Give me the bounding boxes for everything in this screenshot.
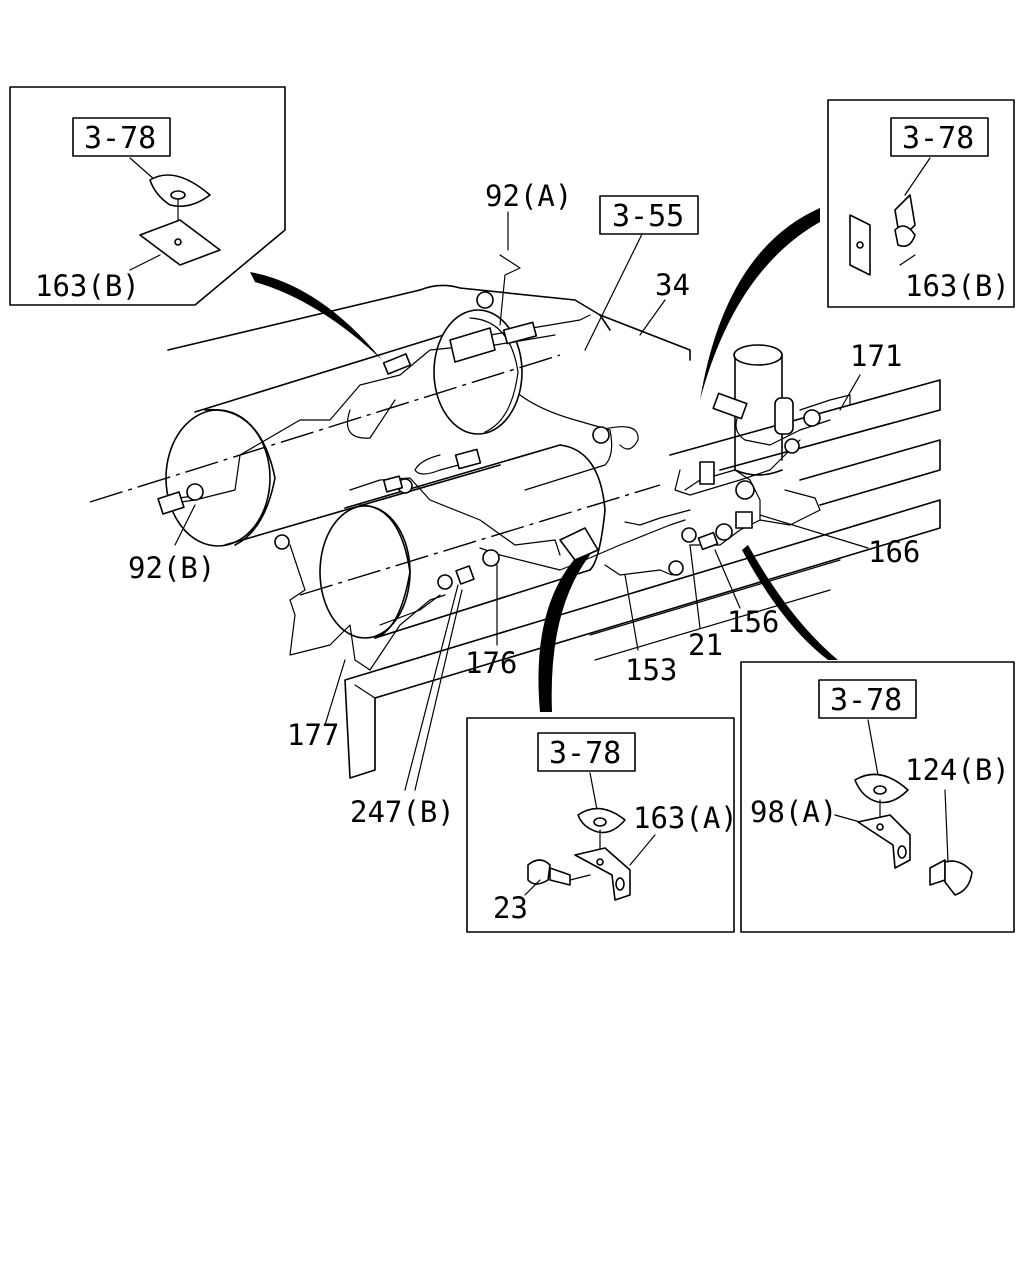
- inset-top-left: 3-78 163(B): [9, 86, 286, 306]
- callout-23: 23: [493, 891, 528, 925]
- ref-3-78-topright: 3-78: [902, 121, 974, 156]
- callout-163b-right: 163(B): [905, 269, 1010, 303]
- callout-124b: 124(B): [905, 753, 1010, 787]
- callout-21: 21: [688, 628, 723, 662]
- callout-34: 34: [655, 268, 690, 302]
- callout-153: 153: [625, 653, 677, 687]
- frame-rail: [344, 499, 941, 779]
- leader-lines: [174, 211, 869, 791]
- callout-92b: 92(B): [128, 551, 215, 585]
- callout-163b-left: 163(B): [35, 269, 140, 303]
- upper-frame-member: [167, 284, 941, 506]
- ref-3-78-bottomright: 3-78: [830, 683, 902, 718]
- pointer-arc-topleft: [250, 272, 382, 360]
- inset-bottom-center: 3-78 163(A) 23: [466, 717, 738, 933]
- pointer-arc-topright: [700, 208, 820, 400]
- callout-247b: 247(B): [350, 795, 455, 829]
- ref-box-3-55: [599, 195, 699, 235]
- ref-3-55: 3-55: [612, 199, 684, 234]
- callout-92a: 92(A): [485, 179, 572, 213]
- pointer-arc-bottomcenter: [538, 548, 590, 712]
- callout-156: 156: [727, 605, 779, 639]
- callout-177: 177: [287, 718, 339, 752]
- callout-98a: 98(A): [750, 795, 837, 829]
- ref-3-78-topleft: 3-78: [84, 121, 156, 156]
- inset-top-right: 3-78 163(B): [827, 99, 1015, 308]
- callout-176: 176: [465, 646, 517, 680]
- air-tank-lower: [299, 444, 661, 639]
- callout-163a: 163(A): [633, 801, 738, 835]
- callout-171: 171: [850, 339, 902, 373]
- fittings: [157, 291, 821, 590]
- callout-166: 166: [868, 535, 920, 569]
- small-reservoir: [733, 344, 794, 476]
- ref-3-78-bottomcenter: 3-78: [549, 736, 621, 771]
- inset-bottom-right: 3-78 98(A) 124(B): [740, 661, 1015, 933]
